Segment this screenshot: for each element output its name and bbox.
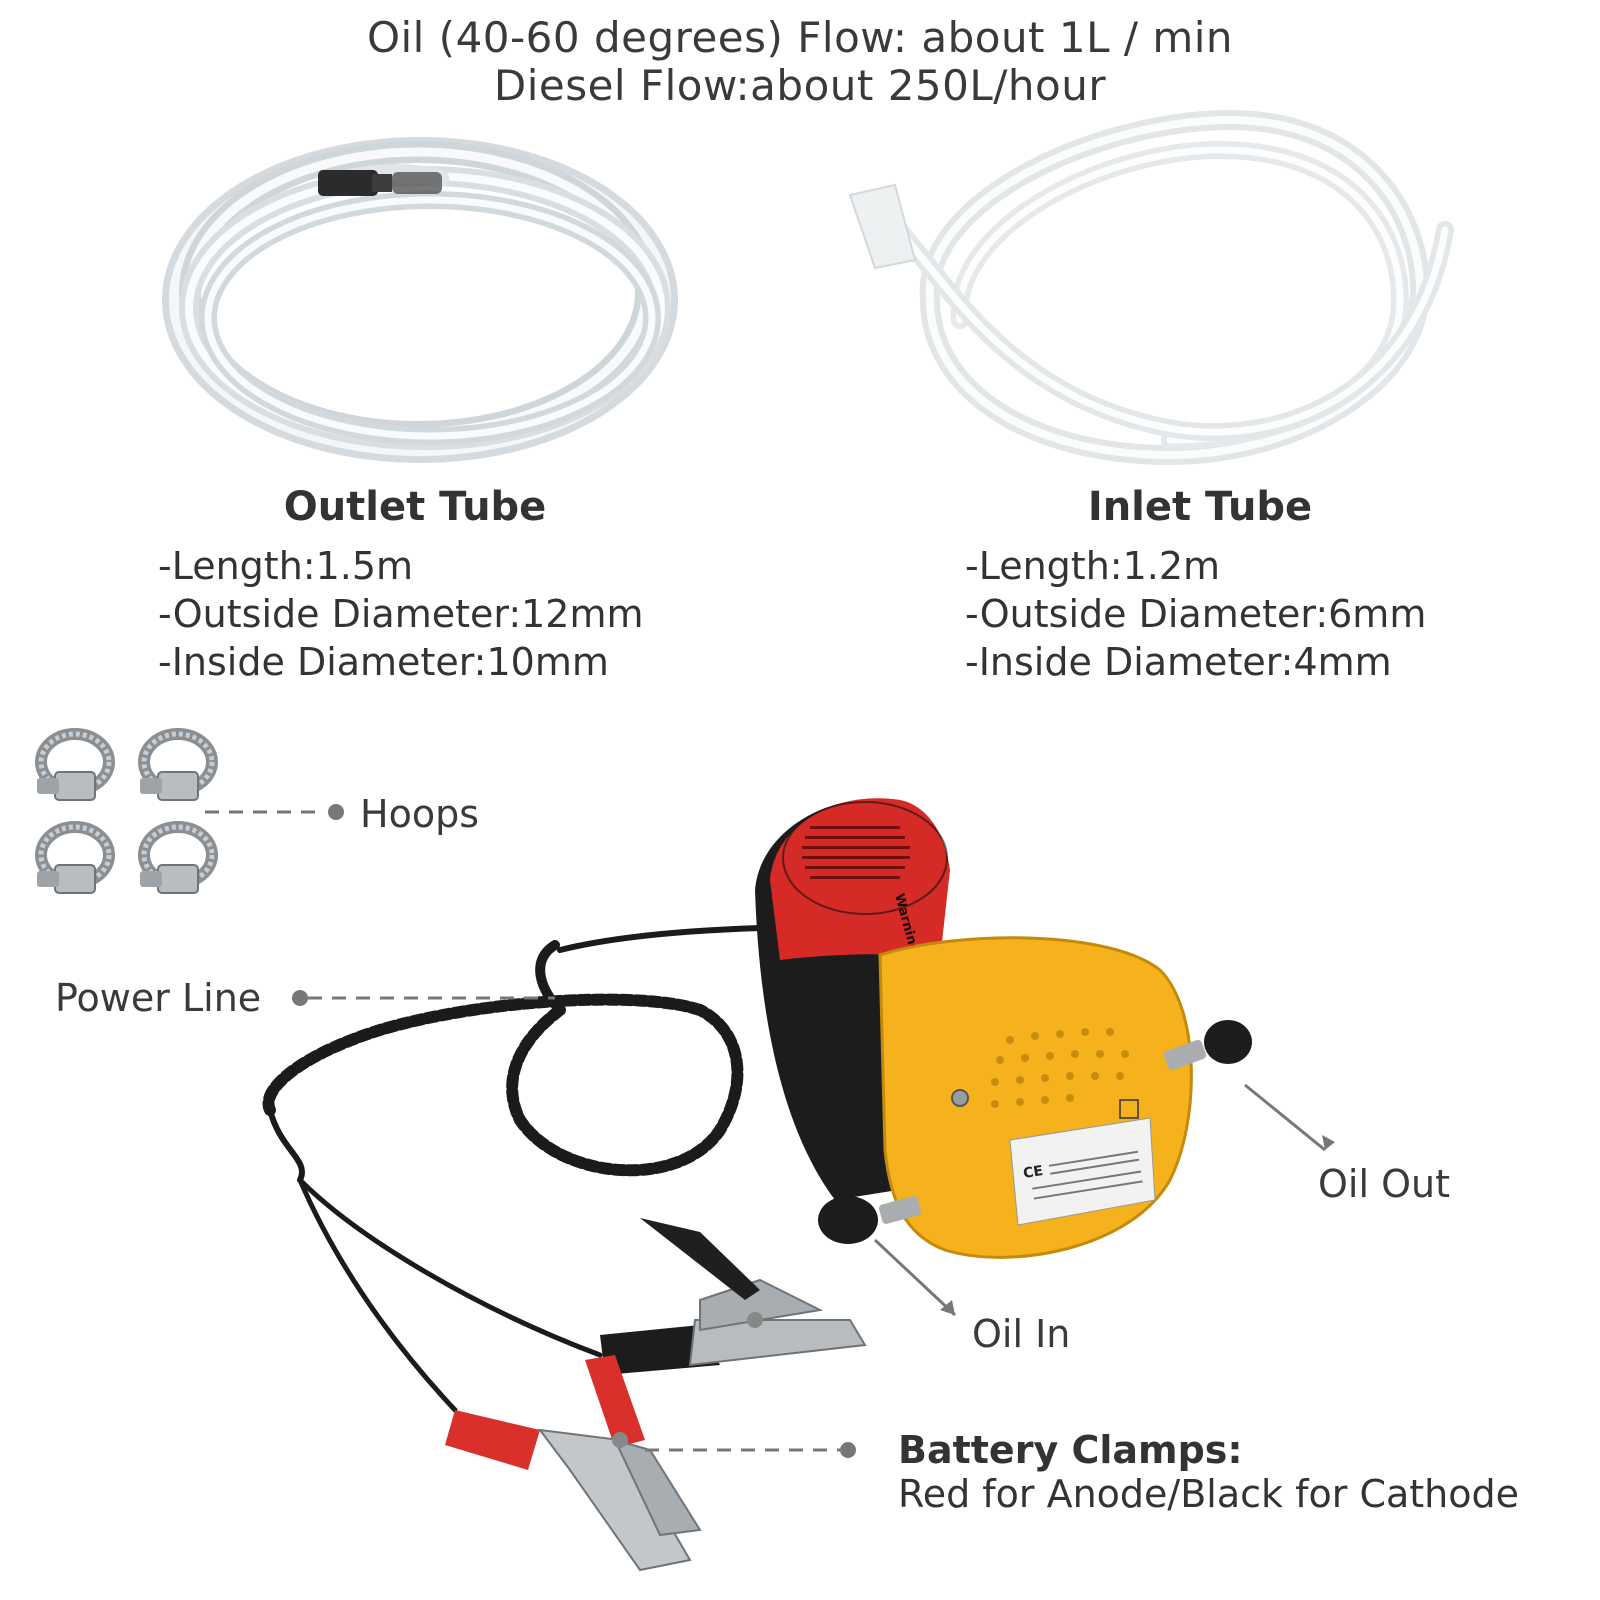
inlet-tube-length: -Length:1.2m bbox=[965, 544, 1221, 588]
black-battery-clamp bbox=[600, 1218, 867, 1375]
outlet-tube-title: Outlet Tube bbox=[283, 484, 547, 530]
outlet-tube-specs: -Length:1.5m -Outside Diameter:12mm -Ins… bbox=[158, 542, 644, 686]
pump-vent-holes bbox=[991, 1028, 1129, 1108]
oil-out-label: Oil Out bbox=[1318, 1162, 1450, 1206]
oil-in-leader bbox=[873, 1238, 957, 1317]
outlet-tube-length: -Length:1.5m bbox=[158, 544, 414, 588]
header-diesel-flow: Diesel Flow:about 250L/hour bbox=[493, 61, 1107, 110]
inlet-tube-outside-diameter: -Outside Diameter:6mm bbox=[965, 592, 1427, 636]
power-cable-image bbox=[262, 925, 763, 1413]
inlet-tube-title: Inlet Tube bbox=[1087, 484, 1313, 530]
battery-clamps-subtitle: Red for Anode/Black for Cathode bbox=[898, 1472, 1520, 1516]
inlet-tube-image bbox=[866, 109, 1454, 466]
inlet-tube-specs: -Length:1.2m -Outside Diameter:6mm -Insi… bbox=[965, 542, 1426, 686]
outlet-tube-inside-diameter: -Inside Diameter:10mm bbox=[158, 640, 609, 684]
header-oil-flow: Oil (40-60 degrees) Flow: about 1L / min bbox=[366, 13, 1234, 62]
header: Oil (40-60 degrees) Flow: about 1L / min… bbox=[0, 14, 1600, 110]
battery-clamps-title: Battery Clamps: bbox=[898, 1428, 1243, 1472]
outlet-tube-image bbox=[162, 137, 678, 463]
outlet-tube-connector bbox=[318, 170, 442, 196]
oil-pump-image: Warning CE bbox=[755, 798, 1252, 1259]
red-battery-clamp bbox=[445, 1355, 702, 1572]
oil-out-leader bbox=[1244, 1083, 1326, 1152]
power-line-label: Power Line bbox=[55, 976, 262, 1020]
oil-in-label: Oil In bbox=[972, 1312, 1071, 1356]
hoops-image bbox=[35, 728, 218, 894]
inlet-tube-inside-diameter: -Inside Diameter:4mm bbox=[965, 640, 1392, 684]
inlet-tube-nozzle bbox=[848, 183, 917, 270]
leader-markers bbox=[292, 804, 1335, 1458]
hoops-label: Hoops bbox=[360, 792, 479, 836]
outlet-tube-outside-diameter: -Outside Diameter:12mm bbox=[158, 592, 644, 636]
ce-mark: CE bbox=[1022, 1163, 1044, 1182]
leader-lines bbox=[205, 810, 1326, 1452]
battery-clamps-caption: Battery Clamps: Red for Anode/Black for … bbox=[898, 1428, 1519, 1516]
